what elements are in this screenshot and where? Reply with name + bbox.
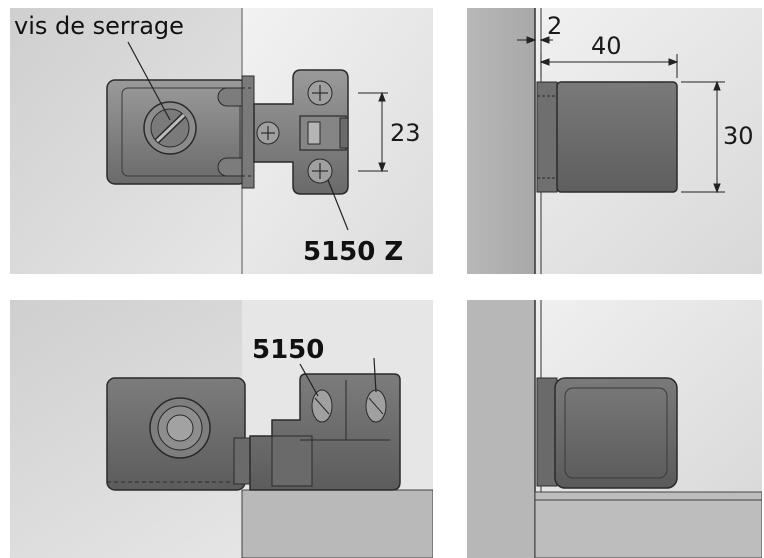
clamp-screw-icon [143,101,197,155]
hinge-body-corner [554,377,678,489]
dim-width: 40 [591,32,622,60]
dimension-2 [517,36,553,44]
screw-icon [311,389,333,423]
panel-bottom-left: 5150 [10,300,433,558]
clamp-screw-icon [149,397,211,459]
label-clamp-screw: vis de serrage [14,12,184,40]
dim-hole-spacing: 23 [390,119,421,147]
wall-panel [467,8,535,274]
screw-icon [256,121,280,145]
clamp-screw-leader [127,41,171,121]
dim-height: 30 [723,122,754,150]
dimension-40 [539,54,679,78]
panel-bottom-right [467,300,762,558]
panel-top-left: 23 vis de serrage 5150 Z [10,8,433,274]
dimension-30 [681,80,725,194]
hinge-body-side [556,81,678,193]
dim-gap: 2 [547,12,562,40]
screw-icon [307,158,333,184]
panel-top-right: 2 40 30 [467,8,762,274]
wall-panel [467,300,535,558]
label-hinge-model: 5150 [252,335,324,365]
label-hinge-model-z: 5150 Z [303,237,403,267]
floor-panel [534,491,762,558]
dimension-23 [358,91,388,173]
screw-icon [365,389,387,423]
screw-icon [307,80,333,106]
floor-panel [241,489,433,558]
